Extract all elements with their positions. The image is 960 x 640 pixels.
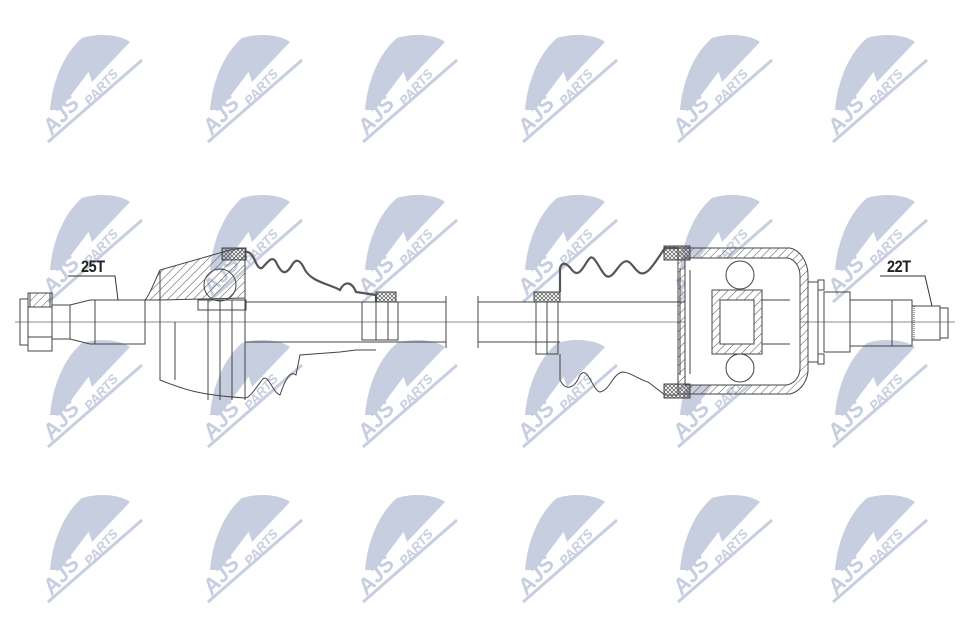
right-spline-label: 22T — [887, 257, 911, 276]
left-nut — [19, 292, 53, 352]
left-spline-label: 25T — [81, 257, 105, 276]
